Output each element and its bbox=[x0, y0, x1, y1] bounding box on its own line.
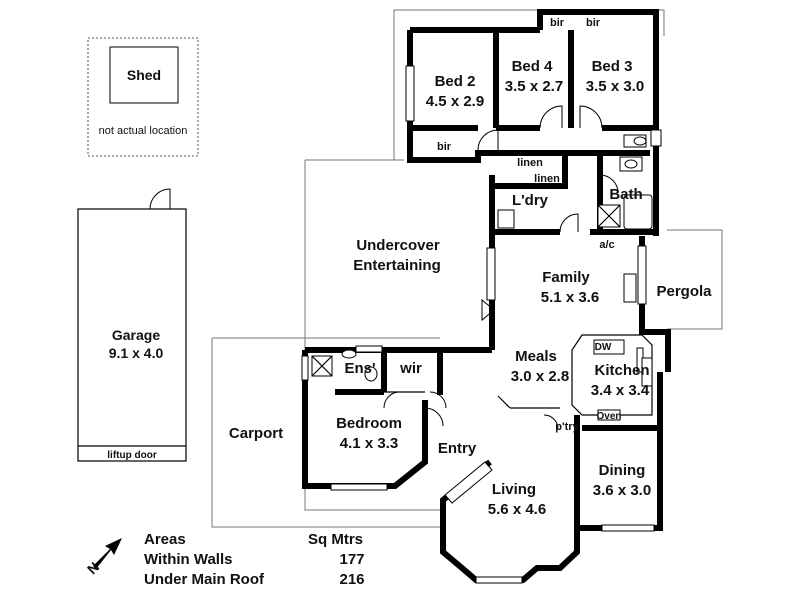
meals-label: Meals bbox=[515, 348, 557, 365]
dw-label: DW bbox=[595, 342, 612, 353]
living-size: 5.6 x 4.6 bbox=[488, 501, 546, 518]
wir-label: wir bbox=[399, 360, 422, 377]
kitchen-size: 3.4 x 3.4 bbox=[591, 382, 650, 399]
bir-label: bir bbox=[550, 17, 565, 29]
bir-label: bir bbox=[437, 141, 452, 153]
garage-door-label: liftup door bbox=[107, 450, 157, 461]
dining-size: 3.6 x 3.0 bbox=[593, 482, 651, 499]
bed2-size: 4.5 x 2.9 bbox=[426, 93, 484, 110]
north-arrow-icon: N bbox=[84, 538, 122, 577]
laundry-label: L'dry bbox=[512, 192, 549, 209]
bath-label: Bath bbox=[609, 186, 642, 203]
pantry-label: p'try bbox=[555, 421, 579, 433]
shed-label: Shed bbox=[127, 67, 161, 83]
garage-label: Garage bbox=[112, 327, 160, 343]
bed3-size: 3.5 x 3.0 bbox=[586, 78, 644, 95]
bed2-label: Bed 2 bbox=[435, 73, 476, 90]
linen-label: linen bbox=[517, 157, 543, 169]
ac-label: a/c bbox=[599, 239, 614, 251]
bed4-size: 3.5 x 2.7 bbox=[505, 78, 563, 95]
ensuite-label: Ens' bbox=[344, 360, 375, 377]
room-labels: Bed 2 4.5 x 2.9 Bed 4 3.5 x 2.7 Bed 3 3.… bbox=[229, 58, 712, 518]
shed-note: not actual location bbox=[98, 125, 188, 137]
garage-size: 9.1 x 4.0 bbox=[109, 345, 164, 361]
meals-size: 3.0 x 2.8 bbox=[511, 368, 569, 385]
areas-row-label: Under Main Roof bbox=[144, 571, 265, 588]
small-labels: bir bir bir linen linen a/c DW p'try Ove… bbox=[437, 17, 622, 433]
outdoor-outlines bbox=[211, 9, 723, 528]
dining-label: Dining bbox=[599, 462, 646, 479]
family-size: 5.1 x 3.6 bbox=[541, 289, 599, 306]
family-label: Family bbox=[542, 269, 590, 286]
areas-unit-heading: Sq Mtrs bbox=[308, 531, 363, 548]
entertaining-label: Entertaining bbox=[353, 257, 441, 274]
areas-row-value: 177 bbox=[339, 551, 364, 568]
bed4-label: Bed 4 bbox=[512, 58, 554, 75]
shed: Shed not actual location bbox=[87, 37, 199, 157]
areas-row-value: 216 bbox=[339, 571, 364, 588]
bed3-label: Bed 3 bbox=[592, 58, 633, 75]
areas-row-label: Within Walls bbox=[144, 551, 232, 568]
undercover-label: Undercover bbox=[356, 237, 440, 254]
doors bbox=[383, 105, 619, 430]
fixtures bbox=[311, 134, 653, 504]
areas-heading: Areas bbox=[144, 531, 186, 548]
kitchen-label: Kitchen bbox=[594, 362, 649, 379]
pergola-label: Pergola bbox=[656, 283, 712, 300]
bedroom-size: 4.1 x 3.3 bbox=[340, 435, 398, 452]
entry-label: Entry bbox=[438, 440, 477, 457]
bedroom-label: Bedroom bbox=[336, 415, 402, 432]
areas-table: Areas Sq Mtrs Within Walls 177 Under Mai… bbox=[144, 531, 365, 588]
living-label: Living bbox=[492, 481, 536, 498]
bir-label: bir bbox=[586, 17, 601, 29]
carport-label: Carport bbox=[229, 425, 283, 442]
garage: Garage 9.1 x 4.0 liftup door bbox=[77, 188, 187, 462]
oven-label: Oven bbox=[596, 411, 621, 422]
windows bbox=[301, 65, 662, 584]
linen-label: linen bbox=[534, 173, 560, 185]
